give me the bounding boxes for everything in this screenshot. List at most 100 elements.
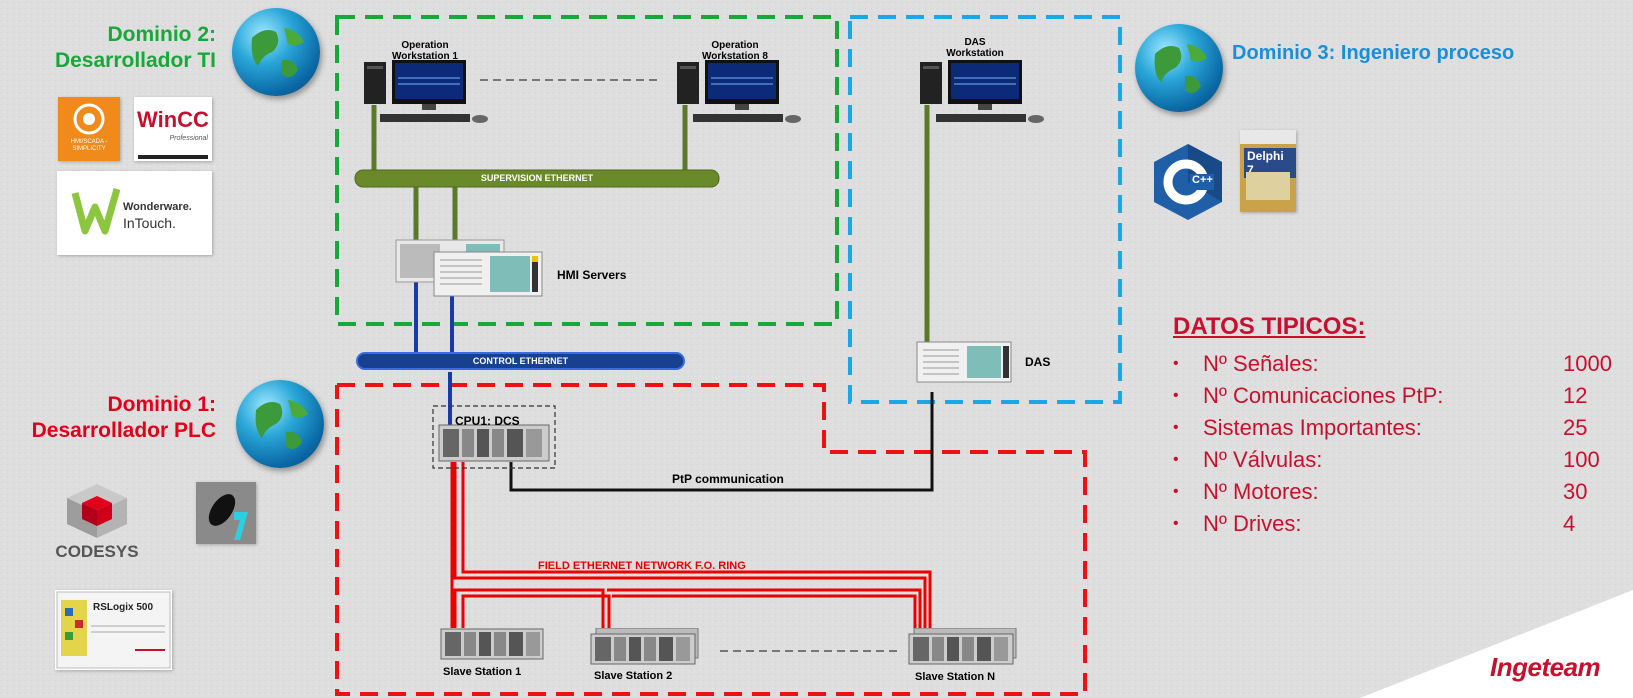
cpp-hexagon-icon [1154, 144, 1222, 220]
delphi7-box-top [1240, 130, 1296, 144]
datos-item: • Nº Válvulas: 100 [1173, 444, 1613, 476]
slave2-label: Slave Station 2 [594, 670, 673, 682]
control-links [414, 282, 454, 430]
bullet-icon: • [1173, 483, 1179, 500]
globe-icon [232, 8, 320, 96]
slave-station-n-icon [908, 628, 1017, 665]
supervision-ethernet-label: SUPERVISION ETHERNET [480, 173, 594, 183]
domain2-boundary [335, 15, 839, 326]
control-ethernet-label: CONTROL ETHERNET [472, 356, 569, 366]
datos-item: • Nº Comunicaciones PtP: 12 [1173, 380, 1613, 412]
globe-icon [1135, 24, 1223, 112]
wincc-logo: WinCC Professional [134, 97, 212, 161]
bullet-icon: • [1173, 451, 1179, 468]
hmi-servers-icon [395, 239, 543, 297]
globe-icon [236, 380, 324, 468]
datos-item-value: 100 [1563, 447, 1600, 472]
ows1-label: Operation Workstation 1 [385, 40, 465, 62]
corner-swoosh [1360, 590, 1633, 698]
datos-item-label: Sistemas Importantes: [1203, 415, 1422, 440]
field-ethernet-ring [450, 462, 932, 628]
codesys-text: CODESYS [55, 542, 139, 561]
domain1-line2: Desarrollador PLC [31, 419, 216, 442]
datos-item-value: 25 [1563, 415, 1588, 440]
bullet-icon: • [1173, 355, 1179, 372]
rslogix-text: RSLogix 500 [93, 602, 154, 613]
slave-station-1-icon [440, 628, 544, 660]
hmi-scada-simplicity-logo: HMI/SCADA - SIMPLICITY [58, 97, 120, 161]
domain2-line2: Desarrollador TI [54, 49, 216, 72]
ows1-label-line2: Workstation 1 [392, 51, 458, 62]
domain1-title: Dominio 1: Desarrollador PLC [0, 392, 216, 444]
wonderware-text: Wonderware. [123, 201, 192, 213]
rslogix-box-icon [56, 591, 171, 669]
ptp-link [509, 392, 934, 492]
datos-tipicos-title: DATOS TIPICOS: [1173, 313, 1366, 340]
bullet-icon: • [1173, 419, 1179, 436]
ingeteam-logo: Ingeteam [1490, 652, 1601, 682]
das-label: DAS [1025, 355, 1051, 369]
domain1-line1: Dominio 1: [107, 393, 217, 416]
control-ethernet-bar [356, 352, 685, 370]
datos-item-value: 30 [1563, 479, 1588, 504]
datos-item: • Sistemas Importantes: 25 [1173, 412, 1613, 444]
wincc-text: WinCC [137, 107, 209, 132]
hmi-servers-label: HMI Servers [557, 268, 627, 282]
domain2-title: Dominio 2: Desarrollador TI [20, 22, 216, 74]
codesys-cube-icon [67, 484, 127, 538]
step7-icon [208, 494, 248, 540]
domain3-boundary [848, 15, 1122, 404]
ows1-label-line1: Operation [401, 40, 449, 51]
datos-item-value: 12 [1563, 383, 1588, 408]
cpu-rack-icon [438, 424, 550, 462]
domain1-boundary [335, 383, 1087, 696]
intouch-text: InTouch. [123, 215, 176, 231]
cpp-text: C++ [1192, 174, 1213, 186]
das-server-icon [916, 341, 1012, 383]
slave1-label: Slave Station 1 [443, 666, 522, 678]
das-ws-label-line1: DAS [964, 37, 986, 48]
ptp-label: PtP communication [672, 472, 784, 486]
ows8-label-line2: Workstation 8 [702, 51, 768, 62]
delphi7-logo: Delphi 7 [1240, 130, 1296, 212]
das-ws-label: DAS Workstation [935, 37, 1015, 59]
ows8-label-line1: Operation [711, 40, 759, 51]
supervision-links [371, 105, 930, 342]
datos-item-label: Nº Comunicaciones PtP: [1203, 383, 1444, 408]
datos-item: • Nº Señales: 1000 [1173, 348, 1613, 380]
cpu-label: CPU1: DCS [455, 414, 520, 428]
simplicity-text: SIMPLICITY [72, 146, 106, 152]
wonderware-intouch-logo: Wonderware. InTouch. [57, 171, 212, 255]
rslogix-logo: RSLogix 500 [55, 590, 172, 670]
hmi-scada-text: HMI/SCADA - [70, 139, 108, 145]
datos-item: •Nº Drives:4 [1173, 508, 1613, 540]
domain3-title: Dominio 3: Ingeniero proceso [1232, 42, 1515, 64]
datos-item-label: Nº Motores: [1203, 479, 1319, 504]
field-ethernet-label: FIELD ETHERNET NETWORK F.O. RING [538, 560, 746, 572]
slave-station-2-icon [590, 628, 699, 665]
delphi7-box-art [1246, 172, 1290, 200]
operation-workstation-8-icon [677, 60, 801, 123]
datos-item-value: 4 [1563, 511, 1576, 536]
das-workstation-icon [920, 60, 1044, 123]
wincc-sub-text: Professional [169, 135, 208, 142]
datos-item-label: Nº Válvulas: [1203, 447, 1323, 472]
bullet-icon: • [1173, 387, 1179, 404]
supervision-ethernet-bar [354, 169, 720, 188]
ows8-label: Operation Workstation 8 [695, 40, 775, 62]
cpu-box [432, 405, 556, 469]
datos-item: • Nº Motores: 30 [1173, 476, 1613, 508]
step7-logo [196, 482, 256, 544]
datos-item-value: 1000 [1563, 351, 1612, 376]
cpp-logo: C++ [1152, 142, 1224, 222]
bullet-icon: • [1173, 515, 1179, 532]
domain2-line1: Dominio 2: [107, 23, 217, 46]
operation-workstation-1-icon [364, 60, 488, 123]
wonderware-w-icon [71, 188, 121, 235]
slaveN-label: Slave Station N [915, 671, 996, 683]
codesys-logo: CODESYS [52, 480, 142, 570]
datos-list: • Nº Señales: 1000 • Nº Comunicaciones PtP:… [1173, 348, 1613, 540]
datos-item-label: Nº Señales: [1203, 351, 1319, 376]
